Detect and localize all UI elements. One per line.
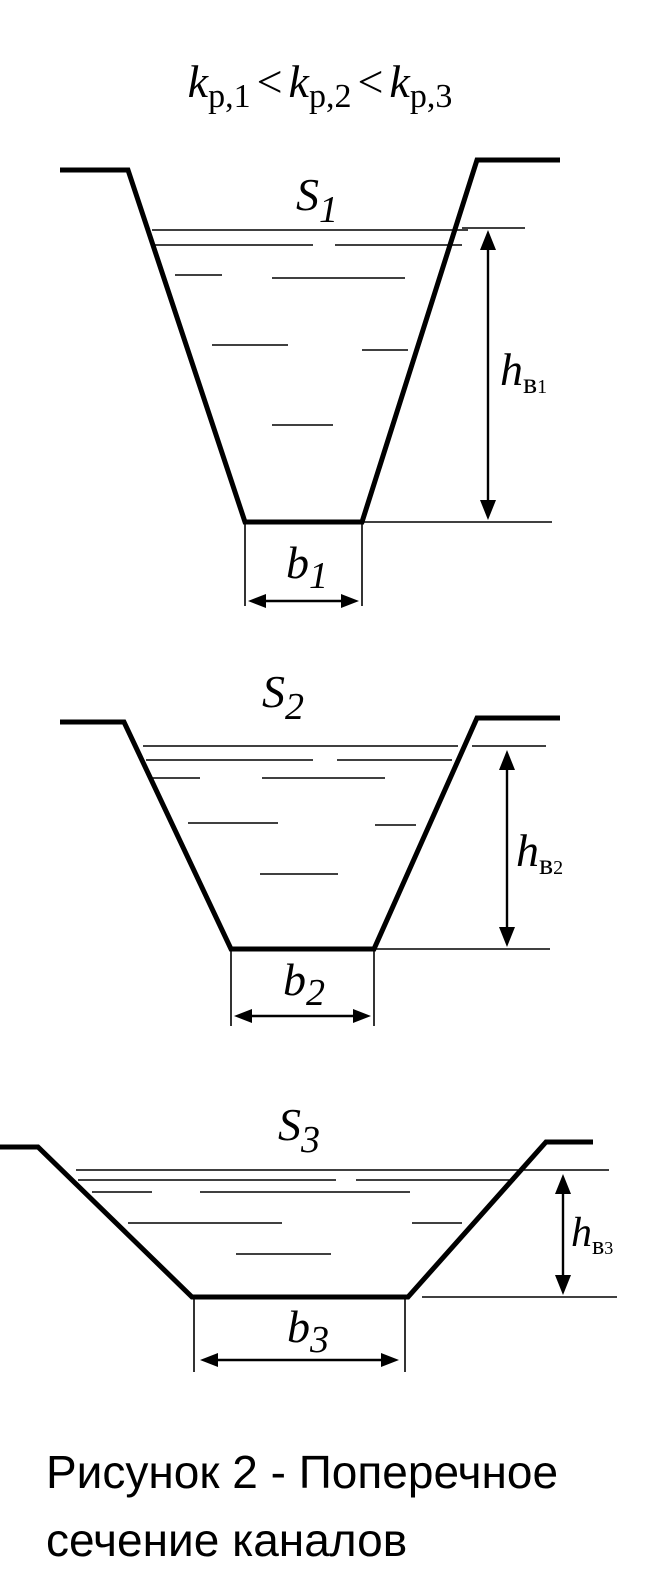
channel-2-bottom-label: b2 xyxy=(283,954,325,1014)
channel-2-area-label: S2 xyxy=(262,666,304,728)
channel-1-depth-label: hв1 xyxy=(500,344,547,400)
channel-1-bottom-label: b1 xyxy=(286,537,328,597)
channel-1: S1 hв1 b1 xyxy=(60,157,560,608)
caption-line-2: сечение каналов xyxy=(46,1514,407,1566)
channel-1-area-label: S1 xyxy=(296,169,338,231)
channel-3-water xyxy=(76,1169,524,1255)
channel-2-depth-label: hв2 xyxy=(516,825,563,881)
caption-line-1: Рисунок 2 - Поперечное xyxy=(46,1446,558,1498)
channel-3-bottom-label: b3 xyxy=(287,1301,329,1361)
channel-3-depth-label: hв3 xyxy=(571,1210,613,1260)
formula: kр,1<kр,2<kр,3 xyxy=(188,56,453,115)
channel-1-water xyxy=(152,229,468,426)
channel-2-water xyxy=(143,745,458,875)
channel-3-profile xyxy=(0,1139,593,1300)
channel-3-area-label: S3 xyxy=(278,1099,320,1161)
channel-2: S2 hв2 b2 xyxy=(60,666,563,1026)
channel-1-profile xyxy=(60,157,560,525)
channel-3: S3 hв3 b3 xyxy=(0,1099,617,1372)
channel-2-profile xyxy=(60,715,560,952)
